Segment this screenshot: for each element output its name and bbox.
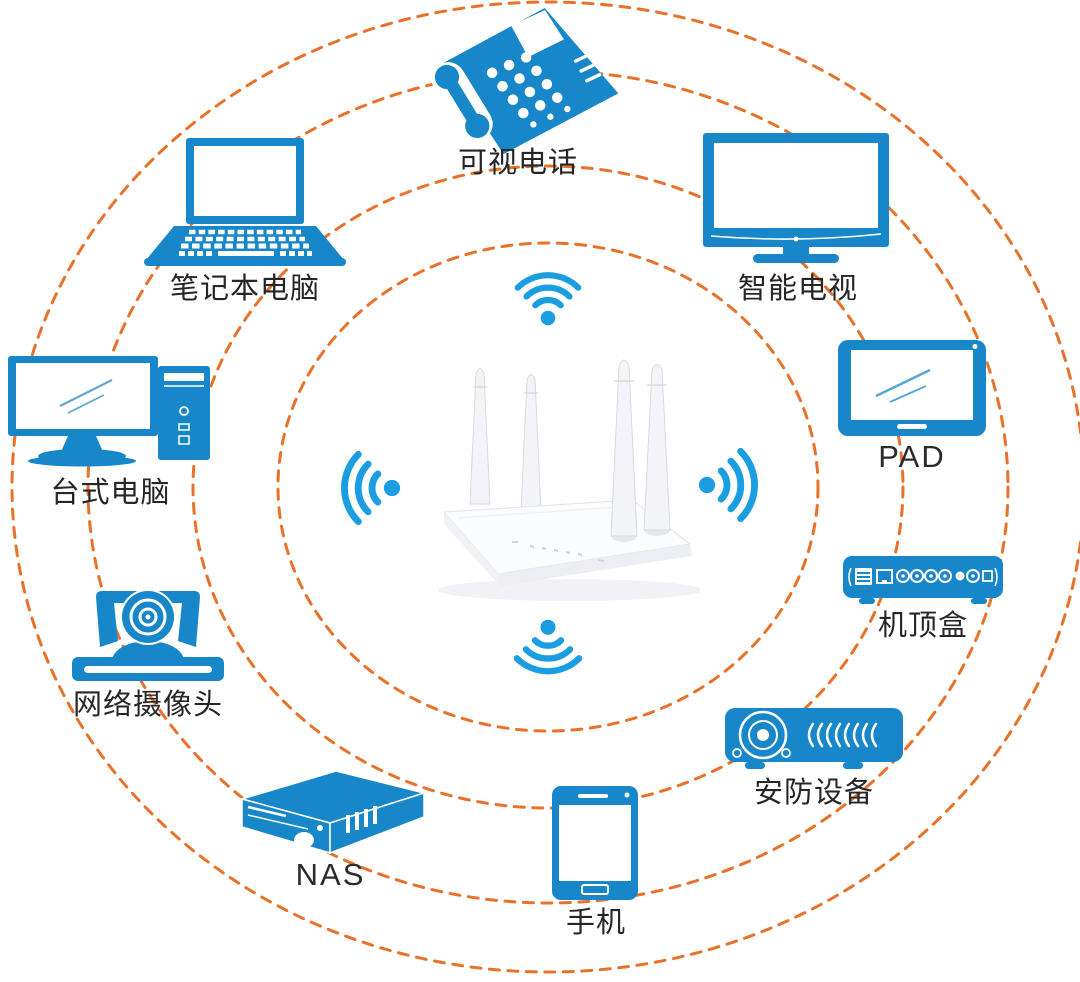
device-label: 智能电视	[737, 273, 859, 305]
video-phone-icon	[431, 8, 619, 155]
smart-tv-icon	[703, 133, 889, 263]
device-wireless-router	[400, 330, 700, 610]
device-nas: NAS	[228, 765, 433, 895]
device-smart-tv: 智能电视	[703, 133, 893, 308]
device-label: 台式电脑	[50, 477, 171, 509]
device-label: 手机	[565, 907, 627, 939]
device-label: 机顶盒	[877, 610, 969, 642]
device-label: PAD	[878, 439, 946, 474]
wireless-router-icon	[438, 359, 700, 601]
device-label: 笔记本电脑	[169, 273, 321, 305]
coverage-ring	[10, 0, 1080, 974]
device-mobile-phone: 手机	[552, 786, 640, 946]
device-label: 安防设备	[753, 777, 875, 809]
device-security: 安防设备	[725, 706, 903, 826]
wifi-signal-left-icon	[322, 448, 402, 528]
laptop-icon	[144, 138, 346, 266]
nas-server-icon	[239, 770, 427, 855]
wifi-signal-top-icon	[512, 255, 584, 327]
desktop-computer-icon	[8, 356, 210, 467]
device-label: 网络摄像头	[72, 689, 224, 721]
device-network-camera: 网络摄像头	[72, 583, 224, 728]
wifi-signal-bottom-icon	[511, 618, 585, 692]
ptz-camera-icon	[72, 589, 224, 681]
coverage-ring	[191, 164, 905, 810]
set-top-box-icon	[843, 556, 1003, 604]
wifi-signal-right-icon	[697, 445, 777, 525]
device-label: NAS	[295, 857, 366, 892]
device-desktop-pc: 台式电脑	[8, 356, 213, 516]
tablet-icon	[838, 340, 986, 436]
device-video-phone: 可视电话	[418, 8, 619, 193]
device-set-top-box: 机顶盒	[843, 556, 1003, 656]
projector-icon	[725, 708, 903, 769]
device-pad: PAD	[838, 340, 986, 480]
coverage-ring	[276, 241, 820, 733]
device-laptop: 笔记本电脑	[142, 138, 348, 308]
smartphone-icon	[552, 786, 638, 900]
device-label: 可视电话	[457, 147, 579, 179]
